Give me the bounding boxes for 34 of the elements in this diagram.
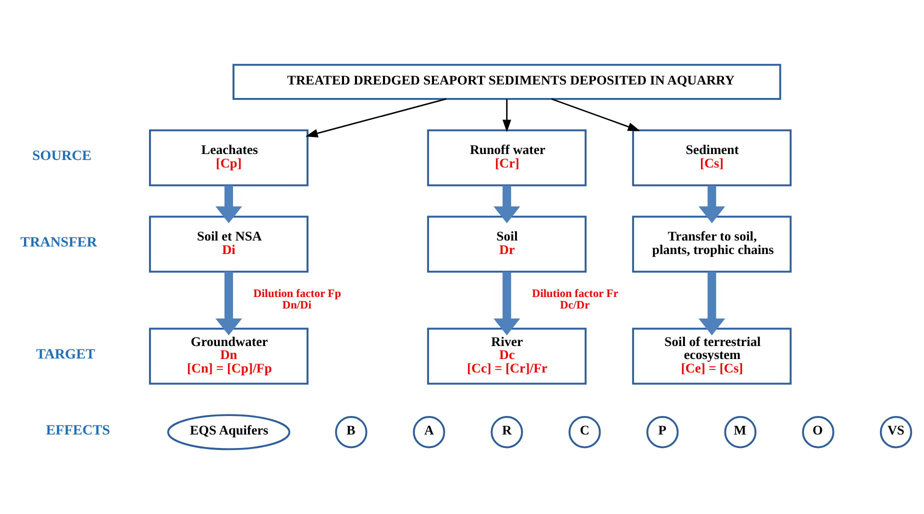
node-ellipse: EQS Aquifers — [167, 414, 290, 450]
label: SOURCE — [32, 148, 92, 164]
arrow — [305, 98, 446, 138]
node-circle: M — [724, 416, 756, 448]
node-box: Leachates [Cp] — [149, 129, 308, 186]
node-box: Sediment [Cs] — [632, 129, 792, 186]
arrow — [494, 186, 520, 224]
arrow — [494, 272, 520, 336]
arrow — [215, 186, 242, 224]
node-circle: A — [412, 416, 446, 448]
label: EFFECTS — [46, 422, 110, 438]
node-circle: C — [568, 416, 601, 448]
node-circle: P — [646, 416, 679, 448]
node-box: Soil Dr — [427, 216, 587, 273]
label: TRANSFER — [20, 234, 98, 251]
node-box: Runoff water [Cr] — [427, 129, 587, 186]
node-box: Groundwater Dn [Cn] = [Cp]/Fp — [149, 328, 308, 385]
arrow — [551, 98, 640, 131]
node-box: TREATED DREDGED SEAPORT SEDIMENTS DEPOSITED IN AQUARRY — [232, 64, 782, 100]
node-box: River Dc [Cc] = [Cr]/Fr — [427, 328, 587, 385]
arrow — [215, 272, 242, 336]
label: TARGET — [36, 346, 96, 363]
node-box: Soil of terrestrial ecosystem [Ce] = [Cs] — [632, 328, 792, 385]
arrow — [502, 99, 512, 132]
arrow — [698, 186, 726, 224]
node-box: Transfer to soil, plants, trophic chains — [632, 216, 792, 273]
node-circle: VS — [880, 416, 912, 448]
node-circle: B — [335, 416, 368, 448]
edge-label: Dilution factor Fr Dc/Dr — [532, 288, 618, 312]
node-circle: R — [490, 416, 523, 448]
edge-label: Dilution factor Fp Dn/Di — [253, 288, 342, 312]
arrow — [698, 272, 726, 336]
node-circle: O — [802, 416, 834, 448]
node-box: Soil et NSA Di — [149, 216, 308, 273]
